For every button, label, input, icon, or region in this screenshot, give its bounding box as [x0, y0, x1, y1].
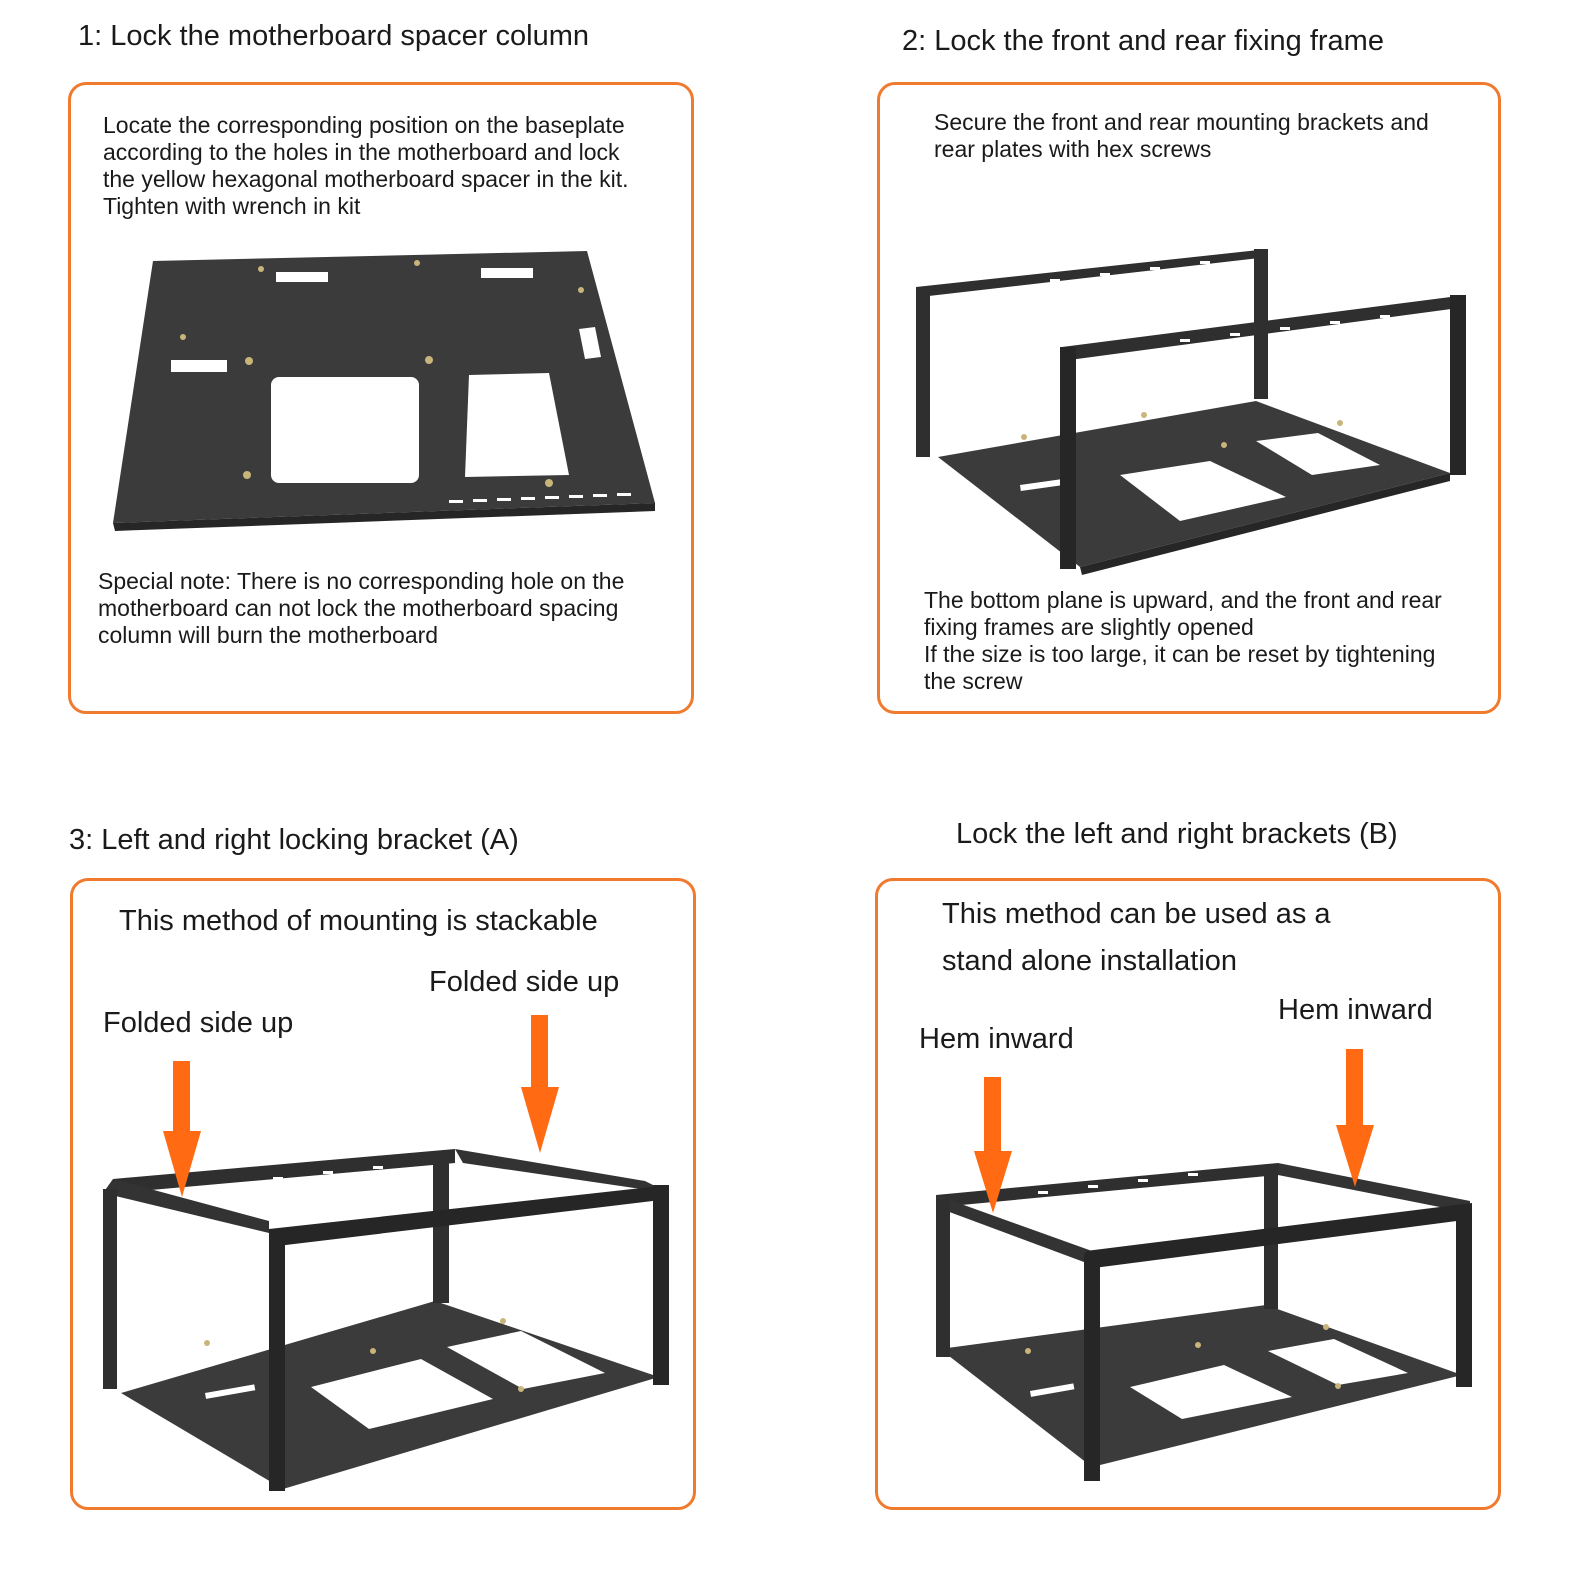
motherboard-baseplate-illustration	[113, 251, 655, 531]
stackable-frame-illustration	[103, 1015, 669, 1491]
step-4-description: This method can be used as a stand alone…	[942, 898, 1331, 977]
step-3-title: 3: Left and right locking bracket (A)	[69, 824, 519, 856]
step-4-callout-right: Hem inward	[1278, 994, 1433, 1026]
step-2-description: Secure the front and rear mounting brack…	[934, 109, 1429, 162]
down-arrow-icon	[974, 1077, 1012, 1213]
step-2-note: The bottom plane is upward, and the fron…	[924, 587, 1442, 694]
step-3-callout-left: Folded side up	[103, 1007, 294, 1039]
step-2-card: Secure the front and rear mounting brack…	[877, 82, 1501, 714]
step-4-title: Lock the left and right brackets (B)	[956, 818, 1398, 850]
step-4-card: This method can be used as a stand alone…	[875, 878, 1501, 1510]
step-3-card: This method of mounting is stackable Fol…	[70, 878, 696, 1510]
down-arrow-icon	[163, 1061, 201, 1197]
step-1-title: 1: Lock the motherboard spacer column	[78, 20, 589, 52]
step-1-note: Special note: There is no corresponding …	[98, 568, 625, 648]
step-1-description: Locate the corresponding position on the…	[103, 112, 629, 219]
frame-with-brackets-illustration	[916, 249, 1466, 575]
step-3-callout-right: Folded side up	[429, 966, 620, 998]
down-arrow-icon	[521, 1015, 559, 1153]
step-1-card: Locate the corresponding position on the…	[68, 82, 694, 714]
step-4-callout-left: Hem inward	[919, 1023, 1074, 1055]
standalone-frame-illustration	[936, 1049, 1472, 1481]
step-2-title: 2: Lock the front and rear fixing frame	[902, 25, 1384, 57]
step-3-description: This method of mounting is stackable	[119, 905, 598, 937]
down-arrow-icon	[1336, 1049, 1374, 1187]
